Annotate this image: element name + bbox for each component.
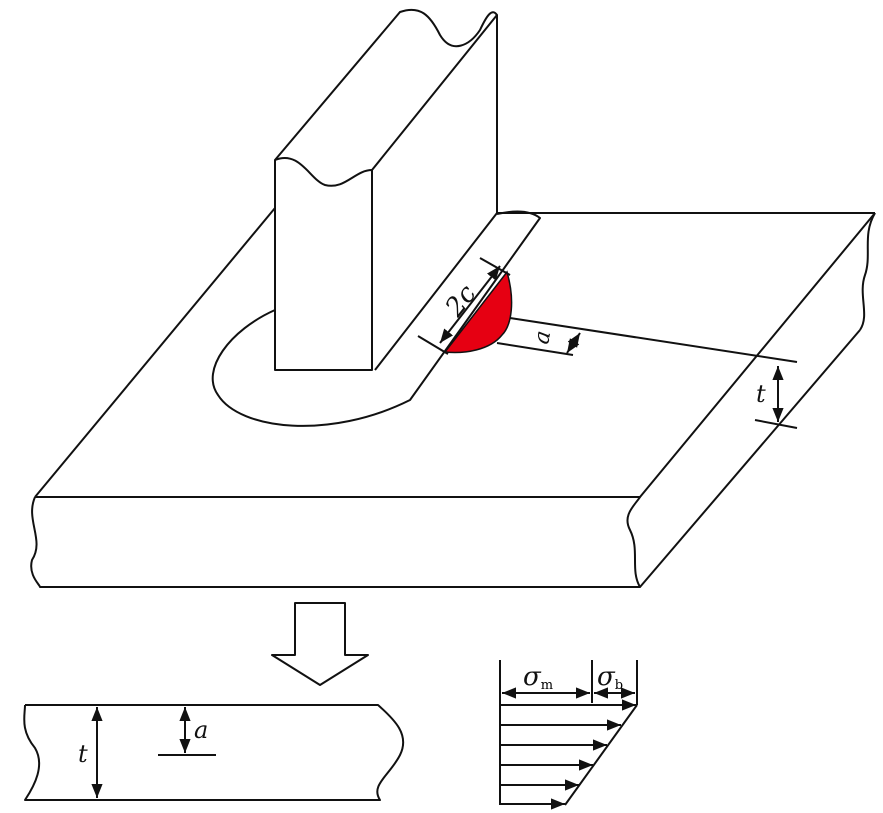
plate-cross-section: t a bbox=[23, 704, 405, 801]
thickness-dimension: t bbox=[754, 366, 798, 429]
section-thickness-label: t bbox=[78, 740, 88, 768]
crack-depth-dimension: a bbox=[496, 317, 798, 363]
bending-stress-label: σb bbox=[597, 662, 623, 693]
thickness-label: t bbox=[756, 380, 766, 408]
section-depth-label: a bbox=[194, 716, 208, 744]
membrane-stress-label: σm bbox=[523, 662, 553, 693]
weld-bead bbox=[211, 210, 541, 427]
base-plate bbox=[30, 207, 876, 588]
down-arrow-icon bbox=[271, 602, 369, 686]
stress-distribution: σm σb bbox=[499, 660, 638, 810]
crack-depth-label: a bbox=[529, 329, 556, 346]
attachment-plate bbox=[274, 8, 498, 371]
